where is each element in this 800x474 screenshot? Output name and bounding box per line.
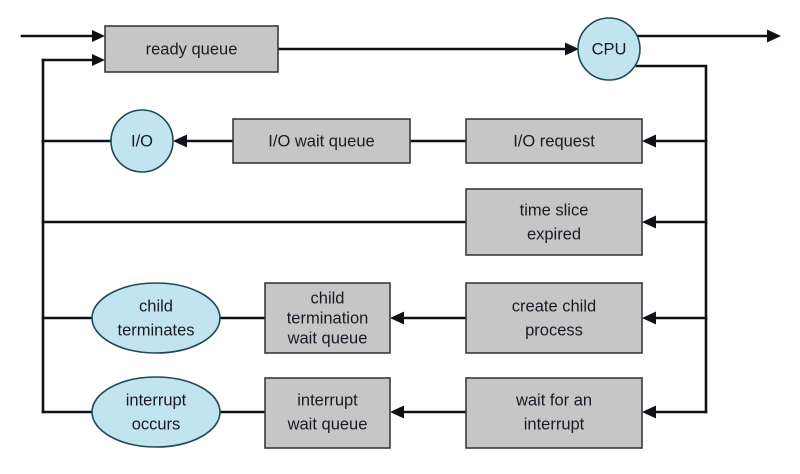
edge-ready-queue-to-cpu [276, 42, 579, 56]
child-terminates-label-line1: child [139, 297, 173, 315]
node-child-terminates[interactable]: child terminates [91, 282, 221, 354]
child-termination-wait-queue-label-line3: wait queue [287, 329, 368, 347]
node-wait-for-an-interrupt[interactable]: wait for an interrupt [465, 377, 643, 449]
wait-for-an-interrupt-label-line2: interrupt [524, 415, 585, 433]
node-time-slice-expired[interactable]: time slice expired [465, 188, 643, 256]
child-terminates-label-line2: terminates [117, 321, 194, 339]
ready-queue-label: ready queue [146, 40, 238, 58]
edge-return-bus-to-wait-for-interrupt [642, 405, 708, 419]
node-interrupt-wait-queue[interactable]: interrupt wait queue [264, 377, 391, 449]
edge-wait-for-interrupt-to-interrupt-wait-queue [390, 405, 468, 419]
edge-io-wait-queue-to-io [173, 134, 235, 148]
io-wait-queue-label: I/O wait queue [268, 132, 374, 150]
edge-return-bus-to-time-slice [642, 215, 708, 229]
node-child-termination-wait-queue[interactable]: child termination wait queue [264, 282, 391, 354]
edge-return-bus-to-create-child [642, 311, 708, 325]
edge-cpu-to-return-bus [635, 64, 708, 414]
node-interrupt-occurs[interactable]: interrupt occurs [91, 376, 221, 448]
child-termination-wait-queue-label-line1: child [311, 289, 345, 307]
interrupt-wait-queue-label-line2: wait queue [287, 415, 368, 433]
node-ready-queue[interactable]: ready queue [104, 25, 279, 73]
create-child-process-label-line1: create child [512, 297, 596, 315]
node-io[interactable]: I/O [110, 109, 174, 173]
io-label: I/O [131, 132, 153, 150]
wait-for-an-interrupt-label-line1: wait for an [515, 391, 592, 409]
io-request-label: I/O request [513, 132, 595, 150]
edge-entry-into-ready-queue [20, 30, 105, 42]
node-cpu[interactable]: CPU [577, 17, 641, 81]
node-io-wait-queue[interactable]: I/O wait queue [232, 118, 411, 164]
interrupt-wait-queue-label-line1: interrupt [297, 391, 358, 409]
time-slice-expired-label-line1: time slice [520, 201, 589, 219]
node-create-child-process[interactable]: create child process [465, 282, 643, 354]
edge-create-child-to-child-termination-wait-queue [390, 311, 468, 325]
cpu-label: CPU [592, 40, 627, 58]
interrupt-occurs-label-line1: interrupt [126, 391, 187, 409]
node-io-request[interactable]: I/O request [465, 118, 643, 164]
edge-feedback-bus-trunk [41, 54, 105, 414]
edge-cpu-exit [636, 29, 781, 43]
create-child-process-label-line2: process [525, 321, 583, 339]
time-slice-expired-label-line2: expired [527, 225, 581, 243]
edge-return-bus-to-io-request [642, 134, 708, 148]
child-termination-wait-queue-label-line2: termination [287, 309, 369, 327]
interrupt-occurs-label-line2: occurs [132, 415, 181, 433]
